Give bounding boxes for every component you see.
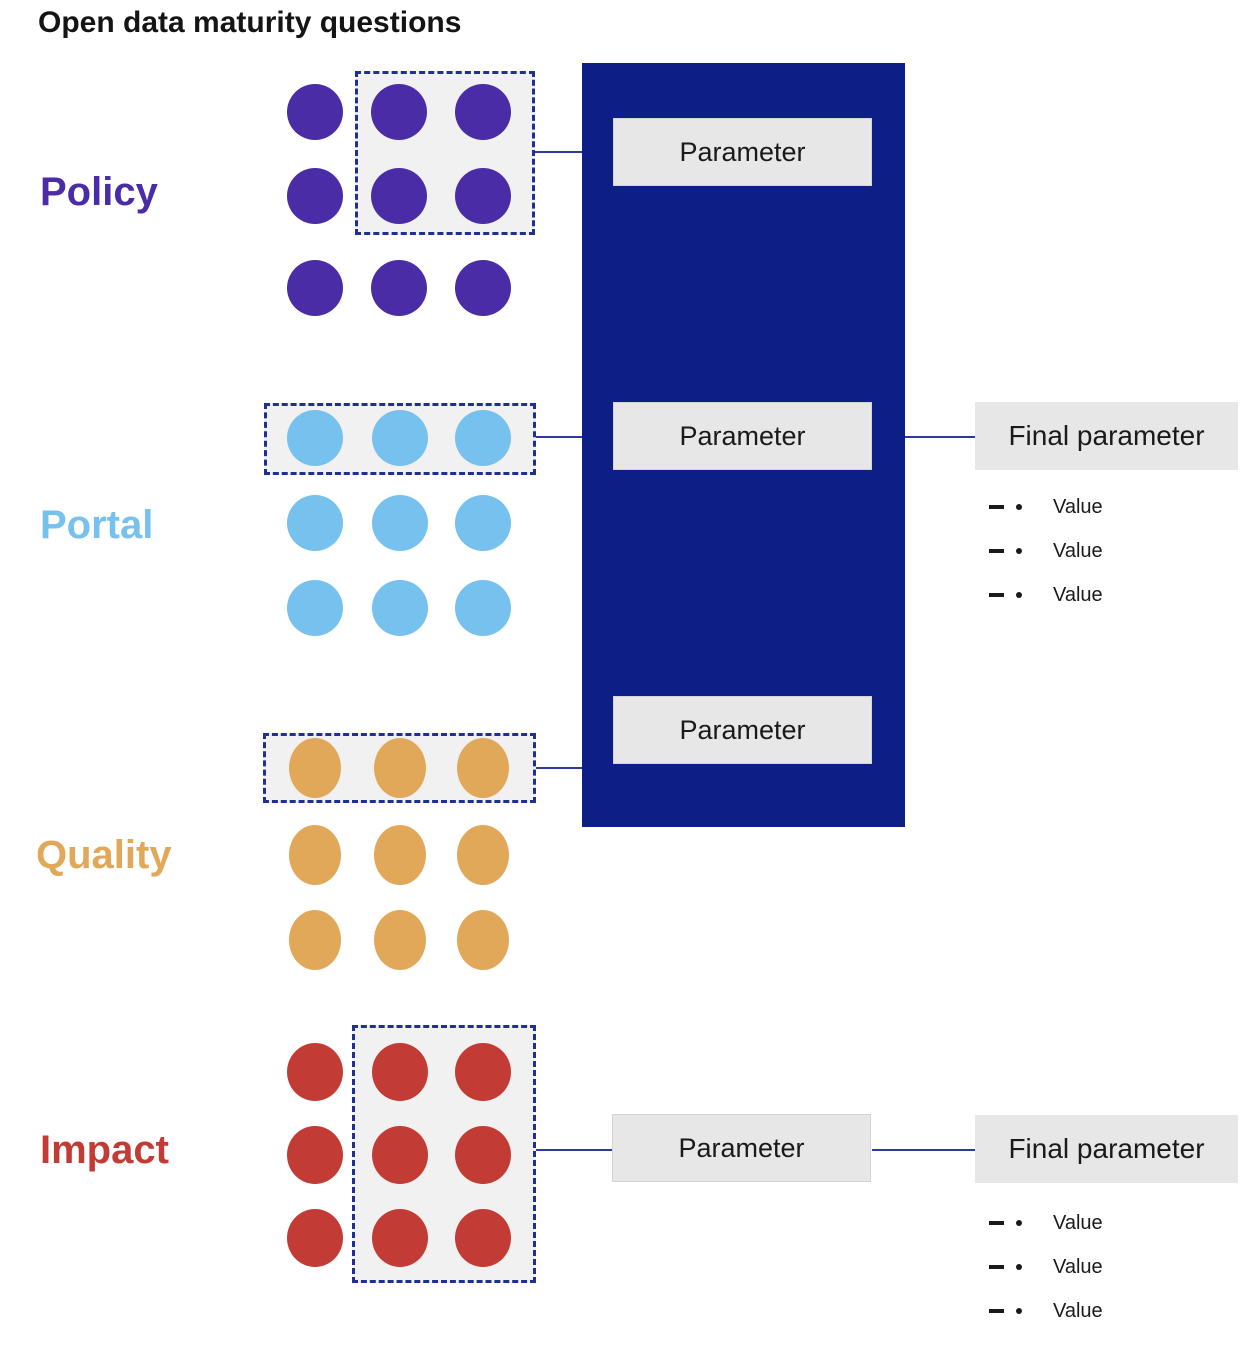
parameter-box-1: Parameter [613, 118, 872, 186]
dash-marker-icon [989, 593, 1004, 597]
legend-value-item: Value [989, 1255, 1103, 1279]
policy-dot [455, 260, 511, 316]
impact-dot [455, 1126, 511, 1184]
policy-dot [287, 168, 343, 224]
quality-dot [289, 825, 341, 885]
dot-marker-icon [1016, 548, 1022, 554]
parameter-box-2: Parameter [613, 402, 872, 470]
dot-marker-icon [1016, 1220, 1022, 1226]
legend-value-item: Value [989, 495, 1103, 519]
dash-marker-icon [989, 1309, 1004, 1313]
value-list-1: Value Value Value [989, 495, 1103, 627]
portal-dot [455, 410, 511, 466]
policy-dot [371, 168, 427, 224]
portal-dot [287, 580, 343, 636]
value-label: Value [1053, 1299, 1103, 1322]
dot-marker-icon [1016, 592, 1022, 598]
section-label-quality: Quality [36, 833, 172, 877]
final-parameter-box-2: Final parameter [975, 1115, 1238, 1183]
section-label-policy: Policy [40, 170, 158, 214]
policy-dot [371, 84, 427, 140]
section-label-impact: Impact [40, 1128, 169, 1172]
value-list-2: Value Value Value [989, 1211, 1103, 1343]
connector-param-to-final [872, 1149, 975, 1151]
impact-dot [372, 1209, 428, 1267]
parameter-box-4: Parameter [612, 1114, 871, 1182]
quality-dot [289, 738, 341, 798]
legend-value-item: Value [989, 583, 1103, 607]
section-label-portal: Portal [40, 503, 154, 547]
parameter-box-3: Parameter [613, 696, 872, 764]
connector-panel-to-final [905, 436, 975, 438]
quality-dot [374, 910, 426, 970]
dash-marker-icon [989, 505, 1004, 509]
impact-dot [287, 1209, 343, 1267]
quality-dot [374, 738, 426, 798]
connector-quality-to-panel [536, 767, 582, 769]
quality-dot [457, 825, 509, 885]
portal-dot [372, 580, 428, 636]
quality-dot [289, 910, 341, 970]
dot-marker-icon [1016, 1308, 1022, 1314]
quality-dot [457, 910, 509, 970]
policy-dot [455, 84, 511, 140]
dot-marker-icon [1016, 1264, 1022, 1270]
impact-dot [287, 1043, 343, 1101]
dash-marker-icon [989, 1265, 1004, 1269]
dot-marker-icon [1016, 504, 1022, 510]
legend-value-item: Value [989, 1211, 1103, 1235]
value-label: Value [1053, 1255, 1103, 1278]
portal-dot [372, 495, 428, 551]
dash-marker-icon [989, 549, 1004, 553]
quality-dot [457, 738, 509, 798]
dash-marker-icon [989, 1221, 1004, 1225]
policy-dot [455, 168, 511, 224]
connector-impact-to-param [536, 1149, 612, 1151]
impact-dot [455, 1209, 511, 1267]
portal-dot [455, 580, 511, 636]
value-label: Value [1053, 495, 1103, 518]
policy-dot [287, 260, 343, 316]
portal-dot [455, 495, 511, 551]
portal-dot [287, 410, 343, 466]
impact-dot [372, 1126, 428, 1184]
value-label: Value [1053, 539, 1103, 562]
final-parameter-box-1: Final parameter [975, 402, 1238, 470]
connector-policy-to-panel [535, 151, 582, 153]
impact-dot [455, 1043, 511, 1101]
legend-value-item: Value [989, 1299, 1103, 1323]
connector-portal-to-panel [536, 436, 582, 438]
portal-dot [372, 410, 428, 466]
portal-dot [287, 495, 343, 551]
quality-dot [374, 825, 426, 885]
value-label: Value [1053, 583, 1103, 606]
value-label: Value [1053, 1211, 1103, 1234]
policy-dot [287, 84, 343, 140]
legend-value-item: Value [989, 539, 1103, 563]
policy-dot [371, 260, 427, 316]
impact-dot [287, 1126, 343, 1184]
diagram-title: Open data maturity questions [38, 6, 462, 39]
impact-dot [372, 1043, 428, 1101]
